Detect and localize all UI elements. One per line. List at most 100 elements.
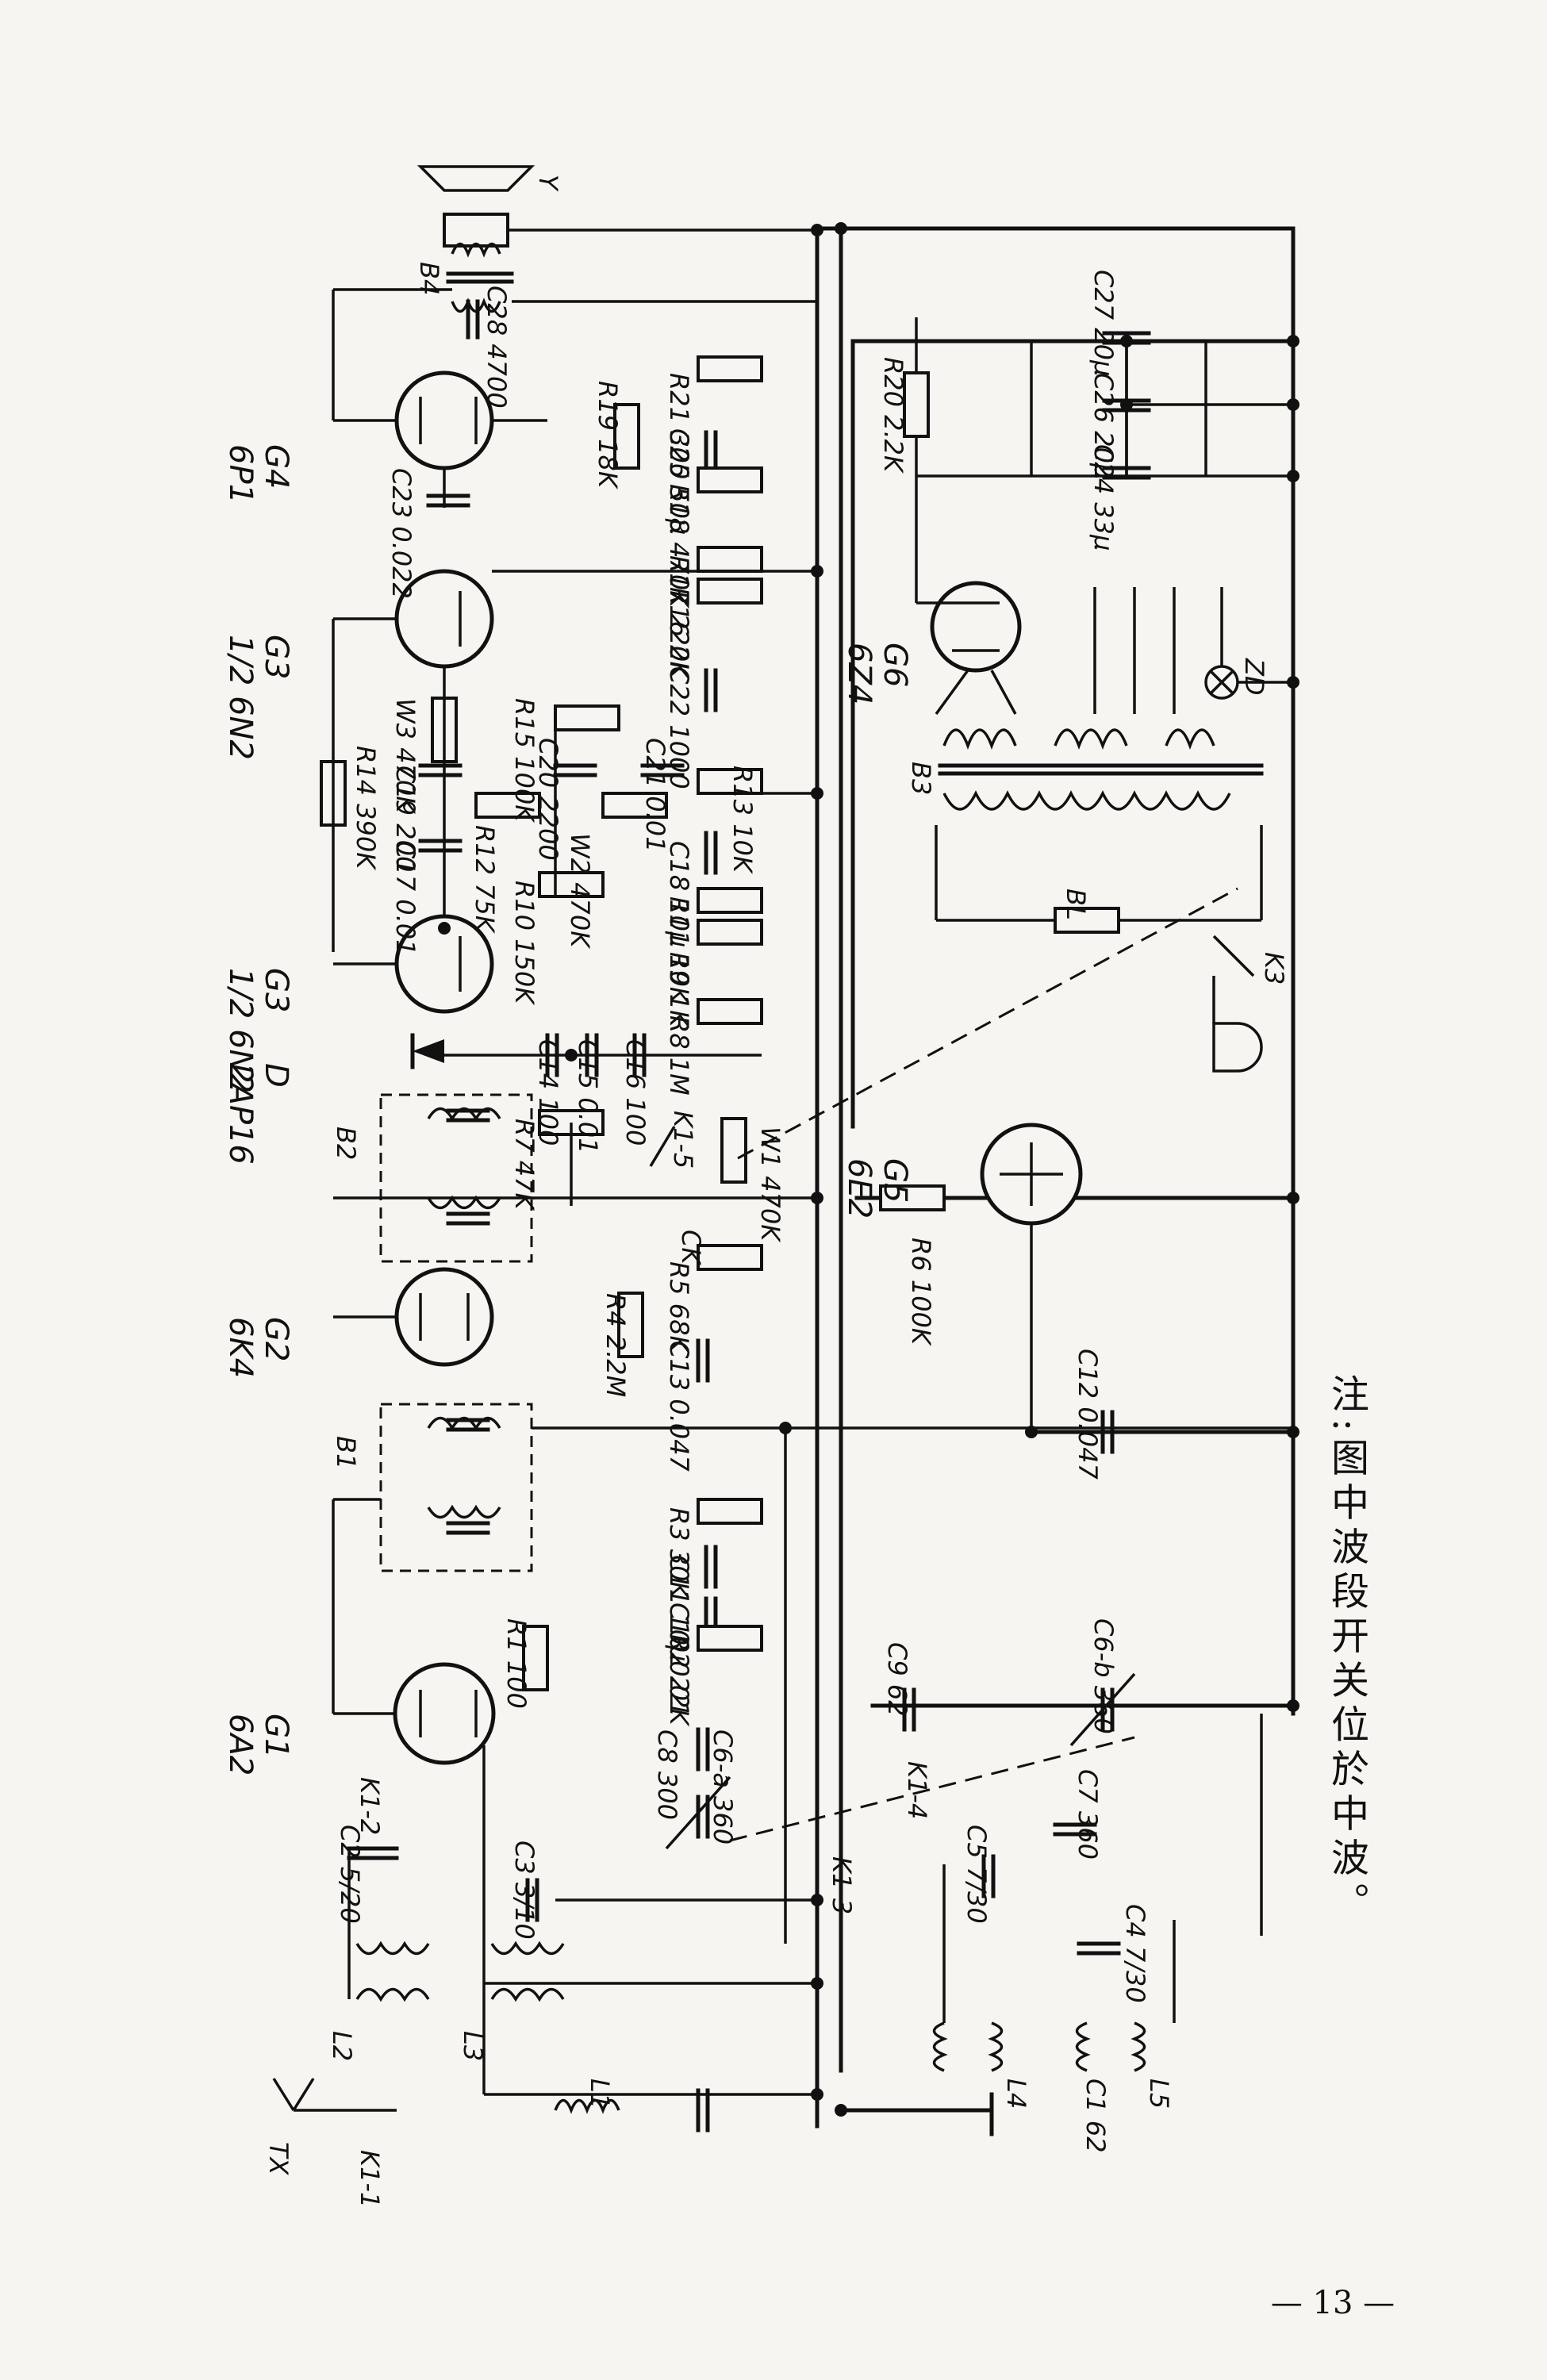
tube-g4-label: G4	[258, 444, 294, 489]
svg-text:R12 75K: R12 75K	[470, 825, 500, 935]
value-r20: 2.2K	[878, 415, 908, 474]
resistor-r4	[617, 1292, 644, 1358]
resistor-r6	[879, 1184, 946, 1211]
capacitor-c9	[902, 1687, 916, 1732]
tube-g2-label: G2	[258, 1317, 294, 1361]
value-c2: 5/20	[335, 1867, 365, 1924]
coil-l5	[1075, 2021, 1146, 2072]
label-r1: R1	[501, 1618, 532, 1653]
label-c6b: C6-b	[1088, 1618, 1119, 1678]
capacitor-c20	[553, 763, 597, 777]
resistor-r3	[697, 1498, 763, 1525]
svg-text:C1 62: C1 62	[1081, 2079, 1111, 2153]
label-k1-5: K1-5	[668, 1111, 698, 1169]
svg-text:C17 0.01: C17 0.01	[390, 841, 420, 955]
svg-text:C18 10μ: C18 10μ	[664, 841, 694, 947]
label-k1-2: K1-2	[355, 1777, 385, 1835]
label-zd: ZD	[1239, 658, 1269, 696]
label-k1-1: K1-1	[355, 2150, 385, 2208]
label-r19: R19	[593, 381, 623, 431]
label-r14: R14	[351, 746, 381, 796]
label-w3: W3	[390, 698, 420, 739]
svg-text:D2AP16: D2AP16	[222, 1063, 294, 1165]
capacitor-c18	[704, 831, 718, 875]
svg-text:C11 10μ: C11 10μ	[664, 1555, 694, 1661]
svg-text:C26 20μ: C26 20μ	[1088, 373, 1119, 479]
label-r4: R4	[601, 1293, 631, 1327]
svg-text:R7 47K: R7 47K	[509, 1119, 539, 1211]
label-w2: W2	[565, 833, 595, 874]
resistor-r10	[538, 871, 605, 898]
svg-text:C7 360: C7 360	[1073, 1769, 1103, 1860]
svg-text:R6 100K: R6 100K	[906, 1238, 936, 1347]
svg-text:C21 0.01: C21 0.01	[640, 738, 670, 852]
svg-text:C14 100: C14 100	[533, 1039, 563, 1146]
label-c10: C10	[664, 1603, 694, 1653]
tube-g4	[333, 370, 547, 508]
resistor-r9	[697, 919, 763, 946]
label-c18: C18	[664, 841, 694, 891]
label-c14: C14	[533, 1039, 563, 1089]
value-c14: 100	[533, 1097, 563, 1146]
value-r2: 22K	[664, 1676, 694, 1728]
label-b1: B1	[331, 1436, 361, 1469]
tube-g2-type: 6K4	[222, 1317, 259, 1378]
svg-text:C22 1000: C22 1000	[664, 666, 694, 789]
svg-text:C24 33μ: C24 33μ	[1088, 444, 1119, 551]
svg-text:R21 300: R21 300	[664, 373, 694, 479]
label-c28: C28	[482, 286, 512, 336]
value-c11: 10μ	[664, 1613, 694, 1661]
label-c11: C11	[664, 1555, 694, 1605]
tube-labels: G46P1 G31/2 6N2 G31/2 6N2 D2AP16 G26K4 G…	[222, 444, 913, 1775]
svg-text:R18 470K: R18 470K	[664, 484, 694, 609]
coil-l2	[355, 1940, 430, 2002]
label-b3: B3	[906, 762, 936, 795]
capacitor-c1	[696, 2088, 710, 2132]
label-r21: R21	[664, 373, 694, 423]
svg-text:R16 2K: R16 2K	[664, 587, 694, 680]
coil-l4	[932, 2021, 1004, 2072]
label-c20: C20	[533, 738, 563, 788]
svg-text:C15 0.01: C15 0.01	[573, 1039, 603, 1154]
label-c21: C21	[640, 738, 670, 788]
label-r20: R20	[878, 357, 908, 407]
tube-g6-label: G6	[877, 643, 913, 687]
resistor-r13	[697, 768, 763, 795]
label-c13: C13	[664, 1341, 694, 1391]
svg-text:C25 50μ: C25 50μ	[664, 428, 694, 535]
label-c6a: C6-a	[708, 1729, 738, 1788]
svg-text:C27 20μ: C27 20μ	[1088, 270, 1119, 376]
page-number: — 13 —	[1270, 2285, 1395, 2321]
value-c8: 300	[652, 1772, 682, 1820]
label-l1: L1	[585, 2079, 615, 2109]
value-c24: 33μ	[1088, 502, 1119, 551]
value-r10: 150K	[509, 939, 539, 1006]
value-c7: 360	[1073, 1811, 1103, 1860]
label-c15: C15	[573, 1039, 603, 1089]
capacitor-c3	[525, 1878, 539, 1922]
component-labels: Y B4 B2 B1 B3 BL ZD CK K3 K1-1 K1-2 K1-3…	[263, 175, 1289, 2208]
diode-d	[410, 1033, 444, 1069]
svg-text:G66Z4: G66Z4	[841, 643, 913, 704]
capacitor-c6b	[1069, 1672, 1136, 1747]
label-c5: C5	[962, 1825, 992, 1859]
value-c27: 20μ	[1088, 328, 1119, 376]
label-c9: C9	[882, 1642, 912, 1676]
diode-d-type: 2AP16	[222, 1063, 259, 1165]
resistor-r12	[474, 792, 541, 819]
svg-text:R19 18K: R19 18K	[593, 381, 623, 490]
power-transformer-b3	[935, 587, 1293, 1073]
label-c23: C23	[386, 468, 416, 518]
label-c16: C16	[620, 1039, 651, 1089]
label-r3: R3	[664, 1507, 694, 1541]
svg-text:G31/2 6N2: G31/2 6N2	[222, 635, 294, 760]
capacitor-c22	[704, 668, 718, 712]
tube-g6-type: 6Z4	[841, 643, 877, 704]
value-r12: 75K	[470, 883, 500, 935]
svg-text:G26K4: G26K4	[222, 1317, 294, 1378]
label-c12: C12	[1073, 1349, 1103, 1399]
resistor-r5	[697, 1244, 763, 1271]
label-l4: L4	[1001, 2079, 1031, 2109]
label-r2: R2	[664, 1634, 694, 1668]
label-l5: L5	[1144, 2079, 1174, 2109]
